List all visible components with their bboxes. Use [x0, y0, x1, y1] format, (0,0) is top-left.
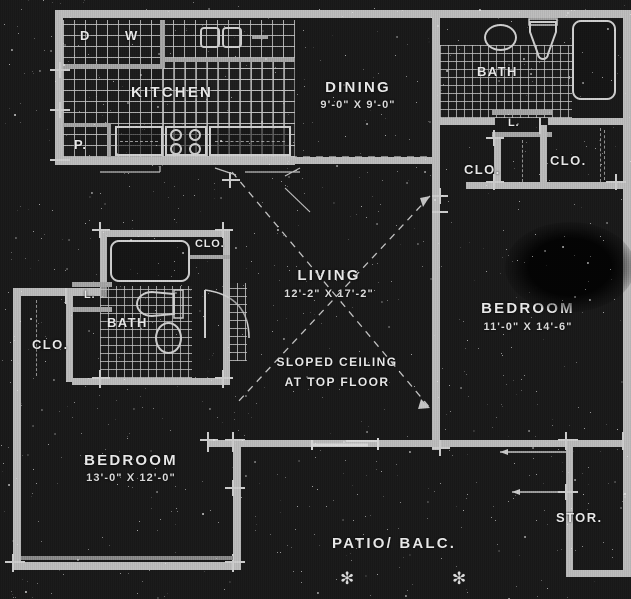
- sink-basin-right: [222, 27, 242, 48]
- wall-dining-south: [225, 157, 440, 164]
- wall-pantry-east: [107, 123, 111, 157]
- patio-rail-left: [21, 556, 233, 560]
- wall-storage-south: [566, 570, 631, 577]
- label-dryer: D: [80, 28, 91, 43]
- wall-exterior-west-lower: [13, 288, 21, 570]
- label-closet-bedroom1-right: CLO.: [550, 153, 587, 168]
- wall-bedroom2-south: [207, 440, 327, 447]
- hall-tile-right-of-bath: [229, 283, 247, 361]
- wall-linen-main-bottom: [72, 307, 112, 312]
- burner-top-right: [189, 129, 201, 141]
- wall-exterior-top: [55, 10, 631, 18]
- label-living-dimensions: 12'-2" X 17'-2": [284, 288, 374, 300]
- closet-bedroom1-right-shelf: [604, 130, 605, 180]
- star-marker-left: ✻: [340, 569, 355, 588]
- closet-bedroom2-shelf: [36, 300, 37, 376]
- wall-kitchen-west: [55, 10, 63, 165]
- label-living: LIVING: [297, 267, 361, 284]
- closet-shelf-dash-1: [522, 140, 523, 182]
- main-bath-sink: [155, 322, 182, 354]
- wall-laundry-south: [63, 64, 163, 69]
- wall-linen-main-top: [72, 282, 112, 287]
- wall-bath-south: [72, 378, 230, 385]
- wall-bath-west: [100, 230, 107, 298]
- master-bath-tile: [440, 45, 572, 118]
- label-dining: DINING: [325, 79, 391, 96]
- wall-bedroom2-north: [13, 288, 101, 296]
- main-bathtub: [110, 240, 190, 282]
- label-bedroom1-dimensions: 11'-0" X 14'-6": [483, 321, 573, 333]
- label-pantry: P.: [74, 137, 88, 152]
- master-bath-sink: [484, 24, 517, 51]
- label-kitchen: KITCHEN: [131, 84, 214, 101]
- print-smudge-artifact: [505, 222, 631, 312]
- wall-exterior-east-upper: [623, 10, 631, 440]
- label-bath-master: BATH: [477, 64, 518, 79]
- label-bath-main: BATH: [107, 315, 148, 330]
- wall-storage-west: [566, 447, 573, 577]
- wall-storage-east: [623, 440, 631, 577]
- wall-dining-east: [432, 18, 440, 218]
- label-dining-dimensions: 9'-0" X 9'-0": [320, 99, 396, 111]
- burner-top-left: [170, 129, 182, 141]
- dining-opening-dash: [290, 157, 432, 158]
- wall-living-east: [432, 200, 440, 450]
- label-bedroom1: BEDROOM: [481, 300, 575, 317]
- star-marker-right: ✻: [452, 569, 467, 588]
- label-linen-main: L.: [84, 289, 96, 301]
- label-closet-bedroom1-left: CLO.: [464, 162, 501, 177]
- wall-pantry-top: [63, 123, 111, 127]
- label-closet-bedroom2: CLO.: [32, 337, 69, 352]
- cabinet-dash-right: [215, 141, 285, 142]
- wall-kitchen-south: [55, 157, 295, 165]
- wall-exterior-south-left: [13, 562, 241, 570]
- wall-patio-north: [325, 440, 441, 447]
- label-linen-master: L.: [508, 117, 520, 129]
- cabinet-dash-left: [120, 141, 158, 142]
- wall-bath-north: [100, 230, 230, 237]
- counter-top-run: [163, 58, 295, 62]
- wall-master-bath-south-right: [548, 118, 626, 125]
- label-sloped-ceiling-line2: AT TOP FLOOR: [284, 375, 390, 389]
- sink-basin-left: [200, 27, 220, 48]
- burner-bottom-right: [189, 143, 201, 155]
- wall-closet-bedroom2-east: [66, 296, 73, 382]
- wall-linen-master-bottom: [492, 132, 552, 137]
- label-storage: STOR.: [556, 510, 603, 525]
- wall-linen-master-top: [492, 110, 552, 115]
- wall-hall-closet-south: [190, 255, 230, 259]
- counter-trim-right: [252, 36, 268, 39]
- label-bedroom2: BEDROOM: [84, 452, 178, 469]
- wall-bedroom2-east: [233, 440, 241, 570]
- wall-closet-divider-2: [540, 125, 547, 185]
- wall-laundry-east: [160, 20, 165, 68]
- wall-closets-south: [466, 182, 626, 189]
- burner-bottom-left: [170, 143, 182, 155]
- label-washer: W: [125, 28, 139, 43]
- wall-closet-divider-1: [494, 137, 501, 185]
- wall-patio-north-right: [440, 440, 630, 447]
- label-sloped-ceiling-line1: SLOPED CEILING: [276, 355, 398, 369]
- closet-shelf-dash-2: [600, 128, 601, 182]
- master-bathtub: [572, 20, 616, 100]
- label-patio: PATIO/ BALC.: [332, 535, 457, 552]
- label-bedroom2-dimensions: 13'-0" X 12'-0": [86, 472, 176, 484]
- wall-master-bath-south: [440, 118, 495, 125]
- label-closet-hall-small: CLO.: [195, 238, 225, 250]
